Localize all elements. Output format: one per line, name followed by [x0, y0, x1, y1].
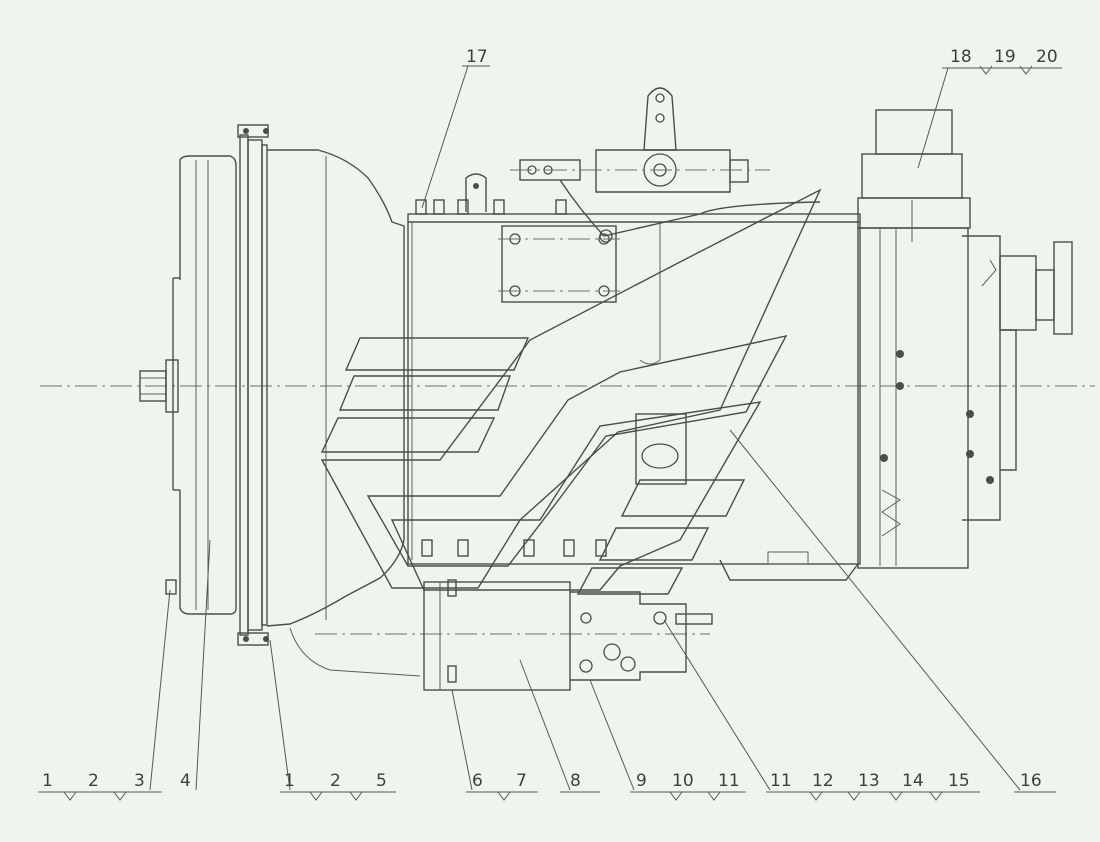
callout-8: 8 — [570, 771, 581, 791]
housing-flange — [237, 124, 269, 646]
callout-17: 17 — [466, 47, 488, 67]
callout-11: 11 — [718, 771, 740, 791]
callout-18: 18 — [950, 47, 972, 67]
callout-4: 4 — [180, 771, 191, 791]
rear-housing — [857, 109, 1073, 569]
bottom-bolt-row — [421, 539, 607, 557]
callout-12: 12 — [812, 771, 834, 791]
callout-1: 1 — [284, 771, 295, 791]
leader-lines — [38, 65, 1062, 801]
drain-boss — [635, 413, 687, 485]
stripe-decoration — [320, 188, 822, 595]
callout-6: 6 — [472, 771, 483, 791]
callout-3: 3 — [134, 771, 145, 791]
callout-1: 1 — [42, 771, 53, 791]
inspection-cover — [498, 225, 620, 303]
top-bolt-row — [415, 173, 567, 215]
callout-15: 15 — [948, 771, 970, 791]
callout-13: 13 — [858, 771, 880, 791]
shift-lever-mechanism — [510, 87, 821, 243]
main-gearbox-housing — [407, 213, 861, 581]
callout-2: 2 — [330, 771, 341, 791]
callout-5: 5 — [376, 771, 387, 791]
callout-20: 20 — [1036, 47, 1058, 67]
callout-9: 9 — [636, 771, 647, 791]
clutch-flywheel-housing — [165, 155, 237, 615]
lower-pump-assembly — [423, 579, 713, 691]
callout-labels: 17 18 19 20 1 2 3 4 1 2 5 6 7 8 9 10 11 … — [42, 47, 1058, 791]
bell-housing — [266, 149, 421, 677]
input-shaft — [139, 359, 179, 413]
callout-10: 10 — [672, 771, 694, 791]
callout-14: 14 — [902, 771, 924, 791]
callout-7: 7 — [516, 771, 527, 791]
callout-16: 16 — [1020, 771, 1042, 791]
callout-2: 2 — [88, 771, 99, 791]
callout-19: 19 — [994, 47, 1016, 67]
callout-11: 11 — [770, 771, 792, 791]
